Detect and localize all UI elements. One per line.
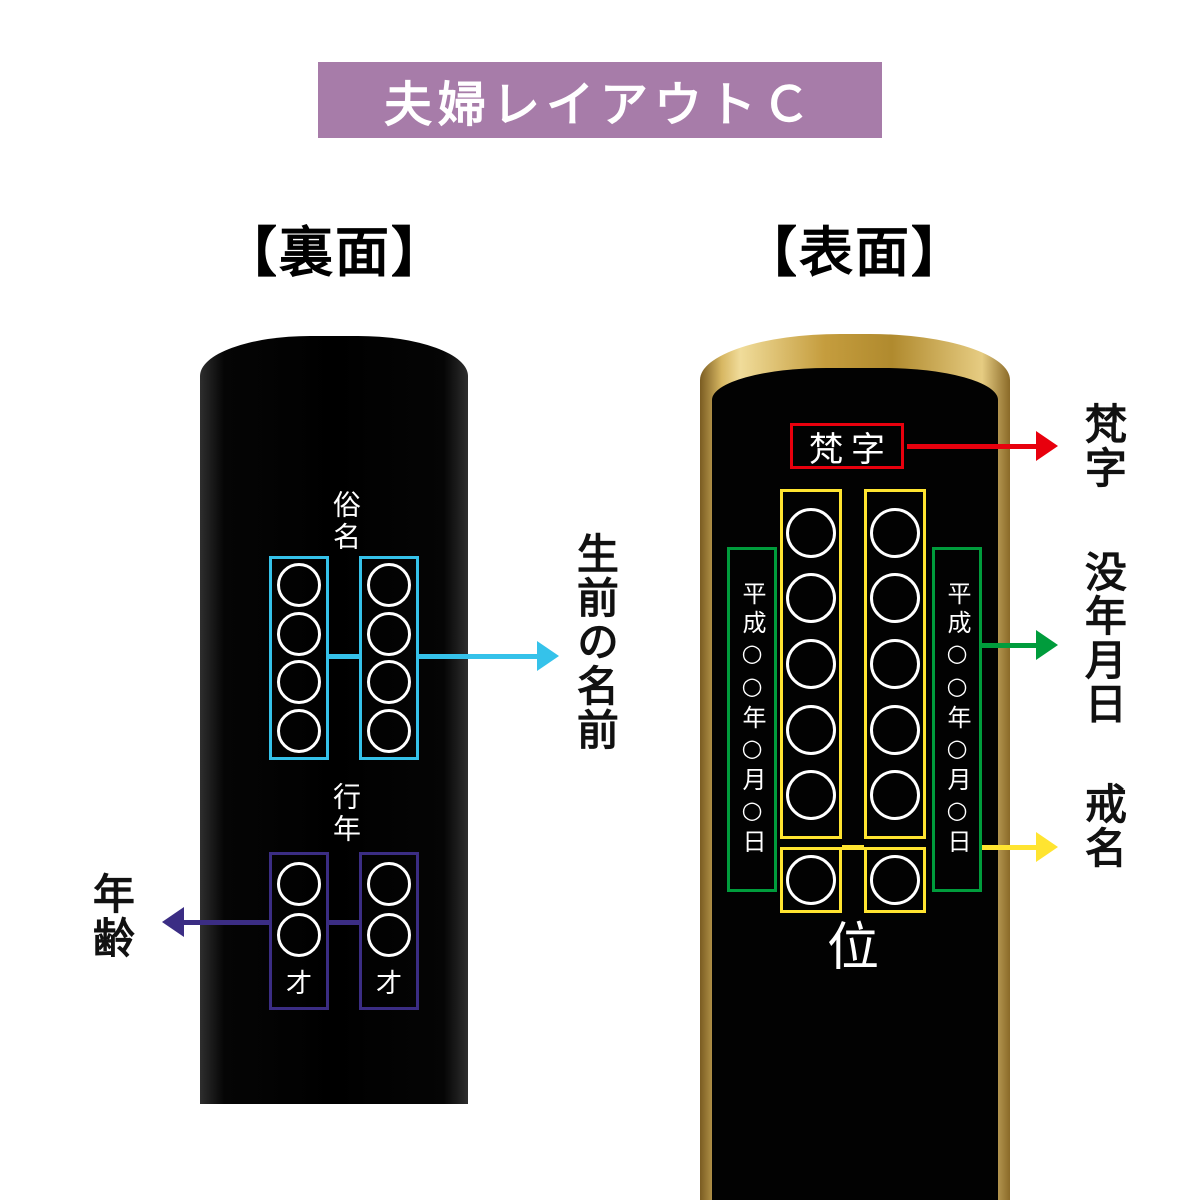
age-column-left: 才 — [359, 852, 419, 1010]
bonji-box: 梵字 — [790, 423, 904, 470]
death-date-arrow-head — [1036, 630, 1058, 660]
annotation-birth-name: 生前の名前 — [571, 532, 619, 752]
age-arrow-line — [184, 920, 269, 925]
character-placeholder-circle — [786, 573, 836, 624]
age-column-right: 才 — [269, 852, 329, 1010]
bonji-text: 梵字 — [809, 429, 893, 470]
back-side-title: 【裏面】 — [223, 223, 447, 283]
character-placeholder-circle — [367, 563, 411, 608]
character-placeholder-circle — [277, 861, 321, 906]
secular-name-arrow-line — [419, 654, 539, 659]
character-placeholder-circle — [870, 638, 920, 689]
age-suffix-label: 才 — [285, 969, 312, 1000]
front-tablet — [712, 368, 998, 1200]
bonji-arrow-line — [907, 444, 1037, 449]
character-placeholder-circle — [870, 507, 920, 558]
character-placeholder-circle — [367, 660, 411, 705]
death-age-label: 行年 — [329, 782, 362, 846]
back-tablet — [200, 336, 468, 1104]
character-placeholder-circle — [786, 507, 836, 558]
character-placeholder-circle — [277, 660, 321, 705]
front-side-title: 【表面】 — [743, 223, 967, 283]
annotation-age: 年齢 — [87, 872, 135, 960]
character-placeholder-circle — [870, 704, 920, 755]
secular-name-column-left — [359, 556, 419, 760]
character-placeholder-circle — [367, 861, 411, 906]
kaimyo-column-left — [864, 489, 926, 839]
secular-name-label: 俗名 — [329, 490, 362, 554]
age-arrow-head — [162, 907, 184, 937]
character-placeholder-circle — [870, 855, 920, 905]
character-placeholder-circle — [277, 708, 321, 753]
annotation-bonji: 梵字 — [1079, 402, 1127, 490]
secular-name-arrow-head — [537, 641, 559, 671]
age-connector — [329, 920, 359, 925]
character-placeholder-circle — [277, 563, 321, 608]
death-date-text: 平成○○年○月○日 — [943, 581, 971, 858]
character-placeholder-circle — [786, 770, 836, 821]
annotation-death-date: 没年月日 — [1079, 550, 1127, 726]
death-date-column-left: 平成○○年○月○日 — [932, 547, 982, 892]
death-date-arrow-line — [982, 643, 1038, 648]
secular-name-connector — [329, 654, 359, 659]
character-placeholder-circle — [786, 704, 836, 755]
character-placeholder-circle — [277, 611, 321, 656]
age-suffix-label: 才 — [375, 969, 402, 1000]
character-placeholder-circle — [870, 770, 920, 821]
kaimyo-connector — [842, 845, 864, 850]
kaimyo-arrow-head — [1036, 832, 1058, 862]
kaimyo-arrow-line — [982, 845, 1038, 850]
character-placeholder-circle — [277, 912, 321, 957]
secular-name-column-right — [269, 556, 329, 760]
character-placeholder-circle — [367, 708, 411, 753]
character-placeholder-circle — [786, 638, 836, 689]
kaimyo-subcolumn-left — [864, 847, 926, 913]
character-placeholder-circle — [870, 573, 920, 624]
death-date-text: 平成○○年○月○日 — [738, 581, 766, 858]
character-placeholder-circle — [367, 912, 411, 957]
kaimyo-subcolumn-right — [780, 847, 842, 913]
bonji-arrow-head — [1036, 431, 1058, 461]
character-placeholder-circle — [786, 855, 836, 905]
kurai-character: 位 — [826, 918, 879, 978]
header-banner: 夫婦レイアウトＣ — [318, 62, 882, 138]
kaimyo-column-right — [780, 489, 842, 839]
character-placeholder-circle — [367, 611, 411, 656]
annotation-kaimyo: 戒名 — [1079, 782, 1127, 870]
page-title: 夫婦レイアウトＣ — [383, 79, 816, 132]
death-date-column-right: 平成○○年○月○日 — [727, 547, 777, 892]
